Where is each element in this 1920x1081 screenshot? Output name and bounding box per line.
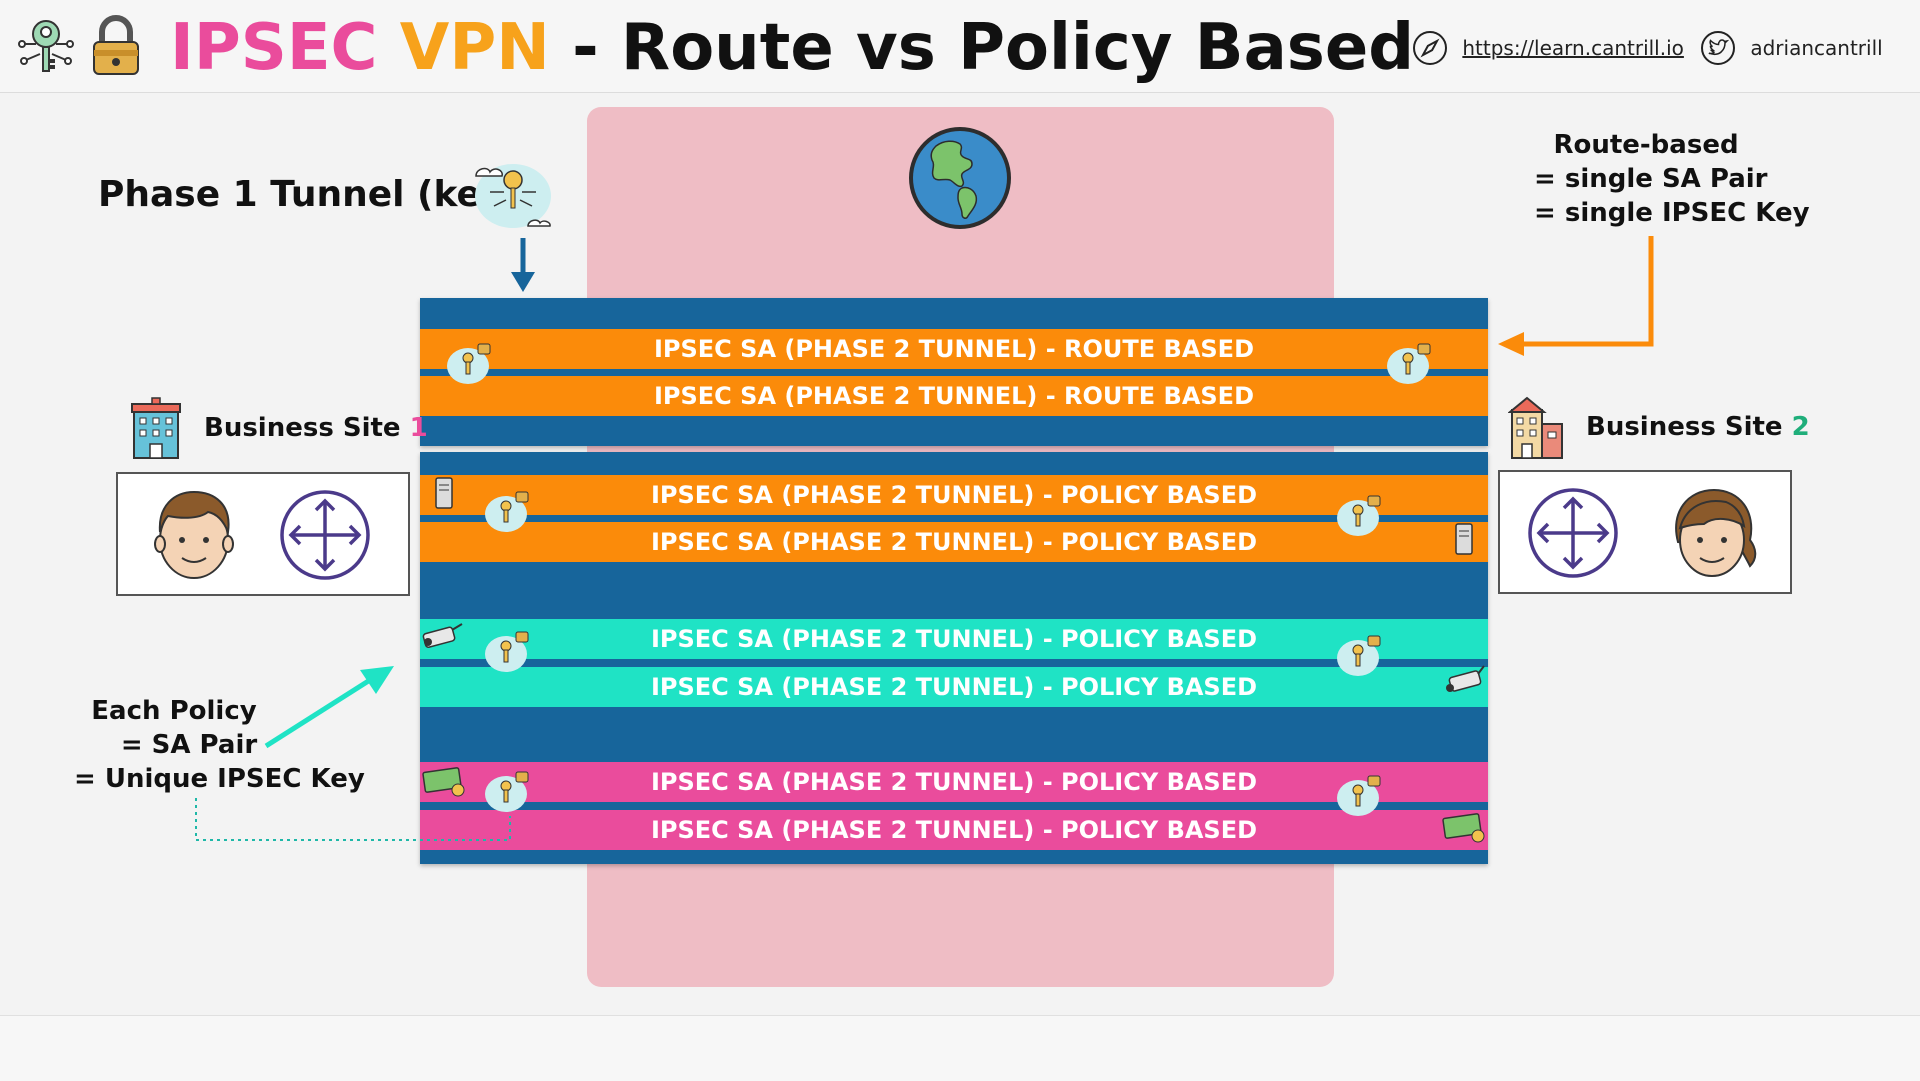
- person-icon: [154, 490, 234, 579]
- tunnel-route-2: IPSEC SA (PHASE 2 TUNNEL) - ROUTE BASED: [420, 376, 1488, 416]
- cloud-key-icon: [1387, 343, 1431, 384]
- policy-dotted-connector: [195, 798, 511, 841]
- site1-box: [116, 472, 410, 596]
- policy-note: Each Policy = SA Pair = Unique IPSEC Key: [74, 694, 365, 796]
- tunnel-label: IPSEC SA (PHASE 2 TUNNEL) - POLICY BASED: [650, 768, 1258, 796]
- title-vpn: VPN: [399, 11, 550, 85]
- twitter-text[interactable]: adriancantrill: [1750, 36, 1883, 60]
- site1-number: 1: [409, 413, 428, 443]
- key-network-icon: [18, 20, 74, 72]
- globe-icon: [909, 127, 1011, 229]
- cloud-key-icon: [485, 771, 529, 812]
- tunnel-label: IPSEC SA (PHASE 2 TUNNEL) - ROUTE BASED: [653, 382, 1254, 410]
- tunnel-label: IPSEC SA (PHASE 2 TUNNEL) - POLICY BASED: [650, 528, 1258, 556]
- building-icon: [131, 397, 181, 459]
- server-icon: [1455, 523, 1473, 555]
- camera-icon: [1446, 665, 1485, 692]
- route-based-note: Route-based = single SA Pair = single IP…: [1534, 128, 1810, 230]
- cloud-key-icon: [485, 631, 529, 672]
- site2-label: Business Site 2: [1586, 412, 1810, 442]
- tunnel-label: IPSEC SA (PHASE 2 TUNNEL) - POLICY BASED: [650, 816, 1258, 844]
- cloud-key-icon: [485, 491, 529, 532]
- policy-line1: Each Policy: [91, 696, 257, 726]
- phase1-arrow: [511, 238, 535, 292]
- tunnel-route-1: IPSEC SA (PHASE 2 TUNNEL) - ROUTE BASED: [420, 329, 1488, 369]
- server-icon: [435, 477, 453, 509]
- tunnel-policy-6: IPSEC SA (PHASE 2 TUNNEL) - POLICY BASED: [420, 810, 1488, 850]
- route-based-container: [420, 298, 1488, 446]
- policy-line3: = Unique IPSEC Key: [74, 764, 365, 794]
- site2-box: [1498, 470, 1792, 594]
- policy-line2: = SA Pair: [120, 730, 258, 760]
- tunnel-label: IPSEC SA (PHASE 2 TUNNEL) - ROUTE BASED: [653, 335, 1254, 363]
- person-icon: [1675, 488, 1757, 577]
- money-icon: [422, 767, 465, 797]
- compass-icon: [1413, 31, 1447, 65]
- tunnel-policy-1: IPSEC SA (PHASE 2 TUNNEL) - POLICY BASED: [420, 475, 1488, 515]
- cloud-key-icon: [1337, 495, 1381, 536]
- title-ipsec: IPSEC: [170, 11, 378, 85]
- building-icon: [1508, 396, 1563, 459]
- route-based-line2: = single SA Pair: [1534, 164, 1768, 194]
- page-title: IPSEC VPN - Route vs Policy Based: [170, 6, 1414, 90]
- tunnel-policy-5: IPSEC SA (PHASE 2 TUNNEL) - POLICY BASED: [420, 762, 1488, 802]
- route-based-arrow: [1498, 236, 1654, 356]
- tunnel-policy-4: IPSEC SA (PHASE 2 TUNNEL) - POLICY BASED: [420, 667, 1488, 707]
- header: IPSEC VPN - Route vs Policy Based https:…: [0, 0, 1920, 93]
- router-icon: [1528, 488, 1618, 578]
- tunnel-policy-2: IPSEC SA (PHASE 2 TUNNEL) - POLICY BASED: [420, 522, 1488, 562]
- site2-number: 2: [1791, 412, 1810, 442]
- route-based-line3: = single IPSEC Key: [1534, 198, 1810, 228]
- padlock-icon: [93, 15, 139, 75]
- cloud-key-icon: [475, 164, 551, 228]
- twitter-icon: [1701, 31, 1735, 65]
- twitter-link[interactable]: adriancantrill: [1700, 30, 1883, 66]
- cloud-key-icon: [1337, 775, 1381, 816]
- site2-text: Business Site: [1586, 412, 1792, 442]
- router-icon: [280, 490, 370, 580]
- route-based-title: Route-based: [1553, 130, 1739, 160]
- site1-label: Business Site 1: [204, 413, 428, 443]
- footer-bar: [0, 1015, 1920, 1081]
- camera-icon: [422, 623, 463, 648]
- website-link[interactable]: https://learn.cantrill.io: [1412, 30, 1684, 66]
- tunnel-policy-3: IPSEC SA (PHASE 2 TUNNEL) - POLICY BASED: [420, 619, 1488, 659]
- cloud-key-icon: [1337, 635, 1381, 676]
- tunnel-label: IPSEC SA (PHASE 2 TUNNEL) - POLICY BASED: [650, 481, 1258, 509]
- title-rest: - Route vs Policy Based: [549, 11, 1415, 85]
- policy-arrow: [264, 666, 394, 749]
- website-text[interactable]: https://learn.cantrill.io: [1462, 36, 1684, 60]
- tunnel-label: IPSEC SA (PHASE 2 TUNNEL) - POLICY BASED: [650, 625, 1258, 653]
- phase1-label: Phase 1 Tunnel (key): [98, 174, 521, 215]
- site1-text: Business Site: [204, 413, 410, 443]
- money-icon: [1442, 813, 1485, 843]
- cloud-key-icon: [447, 343, 491, 384]
- tunnel-label: IPSEC SA (PHASE 2 TUNNEL) - POLICY BASED: [650, 673, 1258, 701]
